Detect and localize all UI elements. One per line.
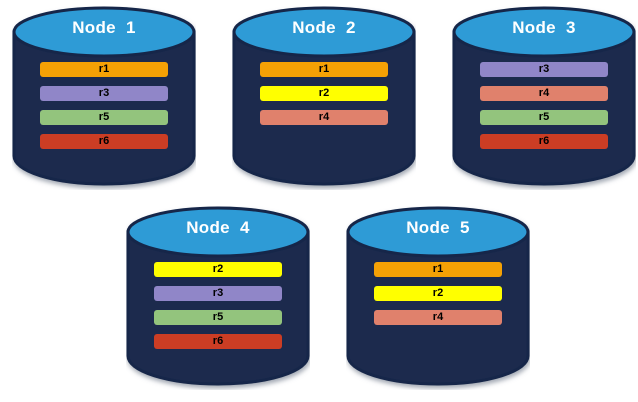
cylinder-top-ellipse xyxy=(346,206,530,258)
replica-list: r1 r3 r5 r6 xyxy=(40,62,168,149)
replica-bar[interactable]: r6 xyxy=(154,334,282,349)
replica-bar[interactable]: r1 xyxy=(374,262,502,277)
cylinder-top-ellipse xyxy=(12,6,196,58)
replica-bar[interactable]: r3 xyxy=(480,62,608,77)
replica-bar[interactable]: r6 xyxy=(480,134,608,149)
replica-bar[interactable]: r5 xyxy=(480,110,608,125)
replica-bar[interactable]: r2 xyxy=(154,262,282,277)
replica-list: r2 r3 r5 r6 xyxy=(154,262,282,349)
replica-bar[interactable]: r4 xyxy=(374,310,502,325)
replica-bar[interactable]: r1 xyxy=(260,62,388,77)
replica-bar[interactable]: r4 xyxy=(480,86,608,101)
replica-bar[interactable]: r5 xyxy=(154,310,282,325)
replica-bar[interactable]: r2 xyxy=(260,86,388,101)
replica-list: r3 r4 r5 r6 xyxy=(480,62,608,149)
replica-bar[interactable]: r5 xyxy=(40,110,168,125)
cylinder-top-ellipse xyxy=(232,6,416,58)
replica-bar[interactable]: r6 xyxy=(40,134,168,149)
replica-bar[interactable]: r3 xyxy=(154,286,282,301)
replica-bar[interactable]: r2 xyxy=(374,286,502,301)
replica-list: r1 r2 r4 xyxy=(374,262,502,325)
replica-bar[interactable]: r3 xyxy=(40,86,168,101)
replica-bar[interactable]: r4 xyxy=(260,110,388,125)
replica-bar[interactable]: r1 xyxy=(40,62,168,77)
replica-list: r1 r2 r4 xyxy=(260,62,388,125)
cylinder-top-ellipse xyxy=(126,206,310,258)
cylinder-top-ellipse xyxy=(452,6,636,58)
